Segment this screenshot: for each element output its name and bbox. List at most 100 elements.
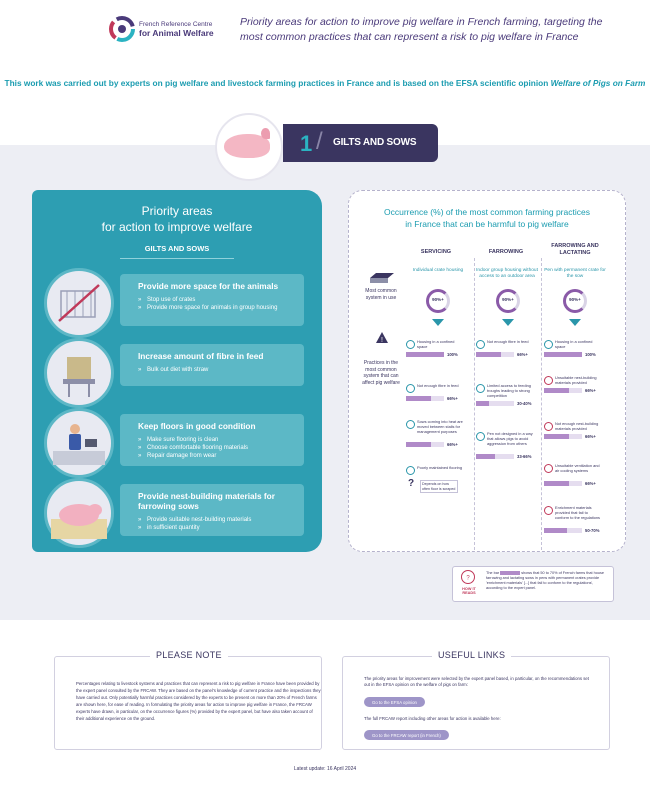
- priority-title-line2: for action to improve welfare: [101, 220, 253, 234]
- priority-title-line1: Priority areas: [141, 204, 213, 218]
- system-label: Indoor group housing without access to a…: [476, 268, 538, 279]
- practice-cell: Unsuitable ventilation and air cooling s…: [544, 463, 610, 492]
- occurrence-pct: 66%+: [447, 441, 458, 447]
- practice-cell: Sows coming into heat are moved between …: [406, 419, 472, 448]
- crate-illustration: [44, 268, 114, 338]
- useful-links-text1: The priority areas for improvement were …: [364, 676, 589, 687]
- svg-text:!: !: [381, 337, 383, 343]
- practice-text: Limited access to feeding troughs leadin…: [487, 383, 531, 398]
- feeder-illustration: [44, 338, 114, 408]
- occurrence-pct: 33-66%: [517, 453, 532, 459]
- worker-icon: [53, 424, 105, 465]
- occurrence-bar: [476, 401, 490, 406]
- system-donut: 90%+: [496, 289, 520, 313]
- occurrence-pct: 66%+: [517, 351, 528, 357]
- footer-update: Latest update: 16 April 2024: [293, 766, 357, 772]
- column-servicing: SERVICING: [420, 249, 452, 255]
- occurrence-title-line2: in France that can be harmful to pig wel…: [405, 219, 569, 229]
- occurrence-bar: [476, 352, 502, 357]
- practice-cell: Poorly maintained flooring?Depends on ho…: [406, 465, 472, 494]
- occurrence-bar: [406, 442, 432, 447]
- priority-item-title: Provide nest-building materials for farr…: [138, 491, 275, 511]
- system-pct: 90%+: [502, 297, 514, 302]
- practice-note: Depends on how often floor is scraped: [420, 480, 458, 493]
- occurrence-bar: [544, 434, 570, 439]
- page-title: Priority areas for action to improve pig…: [240, 16, 603, 43]
- pig-ear-icon: [261, 128, 270, 139]
- useful-links-text2: The full FRCAW report including other ar…: [364, 716, 501, 721]
- practice-text: Not enough fibre in feed: [417, 383, 459, 388]
- practice-icon: [544, 340, 553, 349]
- please-note-text: Percentages relating to livestock system…: [76, 681, 321, 721]
- occurrence-bar: [544, 528, 567, 533]
- system-pct: 90%+: [569, 297, 581, 302]
- section-number: 1: [300, 131, 313, 156]
- system-donut: 90%+: [426, 289, 450, 313]
- feeder-icon: [63, 357, 95, 397]
- practice-icon: [406, 420, 415, 429]
- priority-point: Stop use of crates: [138, 296, 294, 304]
- practice-text: Pen not designed in a way that allows pi…: [487, 431, 533, 446]
- intro-text: This work was carried out by experts on …: [0, 78, 650, 88]
- intro-main: This work was carried out by experts on …: [4, 78, 549, 88]
- practice-cell: Not enough fibre in feed 66%+: [406, 383, 472, 412]
- practice-icon: [406, 384, 415, 393]
- practice-text: Sows coming into heat are moved between …: [417, 419, 463, 434]
- frcaw-report-button[interactable]: Go to the FRCAW report (in French): [364, 730, 449, 740]
- row-label-practices: Practices in the most common system that…: [362, 360, 400, 386]
- question-icon: ?: [408, 478, 415, 489]
- occurrence-bar-track: [476, 454, 514, 459]
- practice-text: Unsuitable ventilation and air cooling s…: [555, 463, 600, 473]
- practice-icon: [476, 432, 485, 441]
- priority-point: Make sure flooring is clean: [138, 436, 294, 444]
- please-note-box: [54, 656, 322, 750]
- section-label: GILTS AND SOWS: [333, 137, 417, 148]
- practice-icon: [544, 464, 553, 473]
- logo-text: French Reference Centre for Animal Welfa…: [139, 21, 214, 37]
- sow-straw-icon: [51, 504, 107, 539]
- nest-illustration: [44, 478, 114, 548]
- column-farrowing: FARROWING: [488, 249, 524, 255]
- please-note-title: PLEASE NOTE: [150, 650, 228, 660]
- practice-cell: Limited access to feeding troughs leadin…: [476, 383, 542, 412]
- intro-italic: Welfare of Pigs on Farm: [550, 78, 646, 88]
- practice-text: Not enough fibre in feed: [487, 339, 529, 344]
- priority-point: Repair damage from wear: [138, 452, 294, 460]
- practice-cell: Not enough fibre in feed 66%+: [476, 339, 542, 368]
- occurrence-bar: [544, 481, 570, 486]
- occurrence-title: Occurrence (%) of the most common farmin…: [348, 206, 626, 230]
- chevron-down-icon: [502, 319, 514, 326]
- how-text-a: The bar: [486, 571, 500, 575]
- practice-icon: [544, 376, 553, 385]
- logo: French Reference Centre for Animal Welfa…: [107, 12, 227, 48]
- system-pct: 90%+: [432, 297, 444, 302]
- useful-links-title: USEFUL LINKS: [432, 650, 512, 660]
- priority-item-title: Keep floors in good condition: [138, 421, 256, 431]
- practice-cell: Enrichment materials provided that fail …: [544, 505, 610, 534]
- priority-item-title: Increase amount of fibre in feed: [138, 351, 264, 361]
- occurrence-pct: 66%+: [447, 395, 458, 401]
- logo-line2: for Animal Welfare: [139, 28, 214, 38]
- how-it-reads-text: The bar shows that 50 to 70% of French f…: [486, 571, 610, 591]
- crate-icon: [58, 284, 100, 322]
- occurrence-bar: [476, 454, 495, 459]
- warning-icon: !: [376, 332, 388, 343]
- chevron-down-icon: [569, 319, 581, 326]
- occurrence-pct: 66%+: [585, 387, 596, 393]
- efsa-opinion-button[interactable]: Go to the EFSA opinion: [364, 697, 425, 707]
- sample-bar: [500, 571, 521, 575]
- practice-text: Housing in a confined space: [417, 339, 455, 349]
- how-it-reads-label: HOW IT READS: [462, 587, 476, 595]
- row-label-system: Most common system in use: [365, 288, 397, 301]
- priority-item: Increase amount of fibre in feed Bulk ou…: [120, 344, 304, 386]
- occurrence-pct: 100%: [447, 351, 458, 357]
- priority-item: Keep floors in good condition Make sure …: [120, 414, 304, 466]
- logo-line1: French Reference Centre: [139, 21, 213, 28]
- occurrence-bar-track: [476, 401, 514, 406]
- how-text-b: shows that 50 to 70% of French farms tha…: [486, 571, 604, 590]
- chevron-down-icon: [432, 319, 444, 326]
- practice-cell: Housing in a confined space 100%: [406, 339, 472, 368]
- occurrence-pct: 50-70%: [585, 527, 600, 533]
- logo-icon: [109, 16, 135, 42]
